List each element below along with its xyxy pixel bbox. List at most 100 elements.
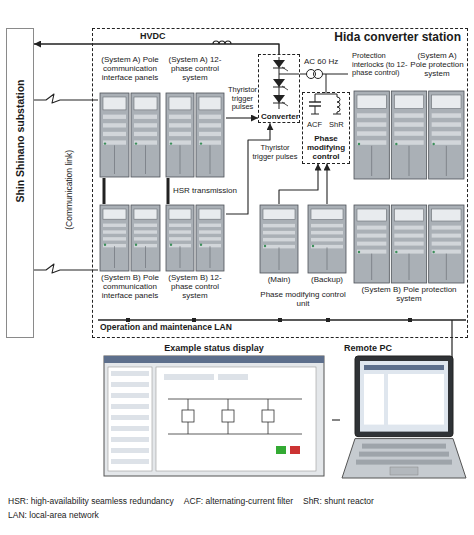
keyboard-row: [356, 460, 452, 465]
cabinet-display: [103, 209, 126, 219]
cabinet-body: [100, 205, 129, 271]
cabinet-module: [103, 123, 126, 127]
cabinet-door-seam: [327, 247, 328, 270]
cabinet-display: [199, 97, 221, 110]
indicator-lamp: [135, 244, 137, 246]
indicator-lamp: [104, 244, 106, 246]
cabinet-module: [357, 250, 386, 254]
illustration: [352, 90, 466, 180]
cabinet-module: [394, 131, 423, 136]
remote-link-line: [451, 320, 452, 362]
cabinet-body: [196, 205, 224, 271]
indicator-lamp: [200, 142, 202, 144]
menu-panel: [108, 367, 152, 471]
node-text: Remote PC: [340, 342, 468, 354]
text-label: ACF: alternating-current filter: [184, 497, 293, 507]
window-titlebar: [104, 356, 324, 363]
panel-tab: [218, 374, 248, 380]
cabinet-door-seam: [114, 246, 115, 268]
cabinet-module: [432, 242, 461, 246]
cabinet-module: [134, 224, 157, 227]
panel-group: (System B) 12-phase control system: [164, 204, 226, 310]
menu-item: [111, 448, 149, 453]
node-text: (Backup): [306, 274, 348, 285]
cabinet-module: [311, 224, 343, 228]
cabinet-module: [103, 132, 126, 136]
cabinet-display: [394, 95, 423, 109]
cabinet-module: [432, 122, 461, 127]
cabinet-module: [134, 140, 157, 144]
laptop-lid: [355, 356, 453, 437]
illustration-svg: [98, 204, 162, 272]
transformer-symbol: [314, 70, 323, 79]
cabinet-body: [354, 91, 389, 179]
cabinet-door-seam: [210, 246, 211, 268]
node-text: Phase modifying control: [303, 133, 349, 163]
text-label: LAN: local-area network: [8, 511, 99, 521]
illustration-svg: [96, 354, 332, 478]
schematic-box: [262, 410, 274, 422]
cabinet-body: [260, 205, 298, 273]
cabinet-module: [134, 115, 157, 119]
cabinet-display: [134, 97, 157, 110]
cabinet-door-seam: [180, 145, 181, 174]
cabinet-module: [199, 123, 221, 127]
filter-bus: [315, 94, 337, 95]
illustration-svg: [352, 90, 466, 180]
cabinet-door-seam: [446, 254, 447, 280]
cabinet-display: [134, 209, 157, 219]
node-text: (System B) 12-phase control system: [164, 272, 226, 310]
cabinet-body: [429, 205, 464, 283]
touchpad: [390, 467, 418, 475]
indicator-lamp: [432, 251, 434, 253]
connector: [167, 178, 170, 204]
ground-symbol: [311, 114, 319, 115]
cabinet-module: [311, 231, 343, 235]
indicator-lamp: [312, 245, 314, 247]
panel-tab: [164, 374, 214, 380]
control-cabinet: (Main): [258, 204, 300, 285]
cabinet-body: [166, 93, 194, 177]
cabinet-body: [196, 93, 224, 177]
panel-group: (System A) Pole communication interface …: [98, 54, 162, 178]
text-label: AC 60 Hz: [304, 57, 338, 66]
cabinet-module: [134, 230, 157, 233]
text-label: HSR transmission: [173, 186, 237, 195]
status-display: Example status display: [96, 342, 332, 478]
alarm-indicator: [290, 446, 300, 454]
cabinet-module: [357, 113, 386, 118]
cabinet-module: [169, 132, 191, 136]
illustration-svg: [306, 204, 348, 274]
thyristor-symbol: [273, 95, 285, 103]
text-label: Protection interlocks (to 12-phase contr…: [352, 52, 408, 78]
node-text: (System A) 12-phase control system: [164, 54, 226, 92]
cabinet-module: [199, 224, 221, 227]
cabinet-module: [103, 115, 126, 119]
node-text: (System B) Pole protection system: [352, 284, 466, 304]
menu-item: [111, 426, 149, 431]
cabinet-module: [394, 122, 423, 127]
cabinet-body: [131, 205, 160, 271]
cabinet-display: [103, 97, 126, 110]
node-text: (System A) Pole communication interface …: [98, 54, 162, 92]
node-text: Shin Shinano substation: [14, 79, 26, 202]
cabinet-display: [199, 209, 221, 219]
display-menu: [364, 374, 384, 425]
rotated-label: (Communication link): [65, 150, 75, 230]
cabinet-module: [357, 122, 386, 127]
node-text: (Main): [258, 274, 300, 285]
text-label: Phase modifying control unit: [256, 290, 350, 308]
illustration: [258, 204, 300, 274]
illustration-svg: [164, 204, 226, 272]
cabinet-module: [103, 224, 126, 227]
text-label: HSR: high-availability seamless redundan…: [8, 497, 174, 507]
cabinet-door-seam: [409, 146, 410, 176]
indicator-lamp: [170, 142, 172, 144]
menu-item: [111, 415, 149, 420]
cabinet-module: [134, 237, 157, 240]
cabinet-body: [429, 91, 464, 179]
menu-item: [111, 437, 149, 442]
indicator-lamp: [135, 142, 137, 144]
display-panel: [388, 374, 444, 425]
illustration: [306, 204, 348, 274]
